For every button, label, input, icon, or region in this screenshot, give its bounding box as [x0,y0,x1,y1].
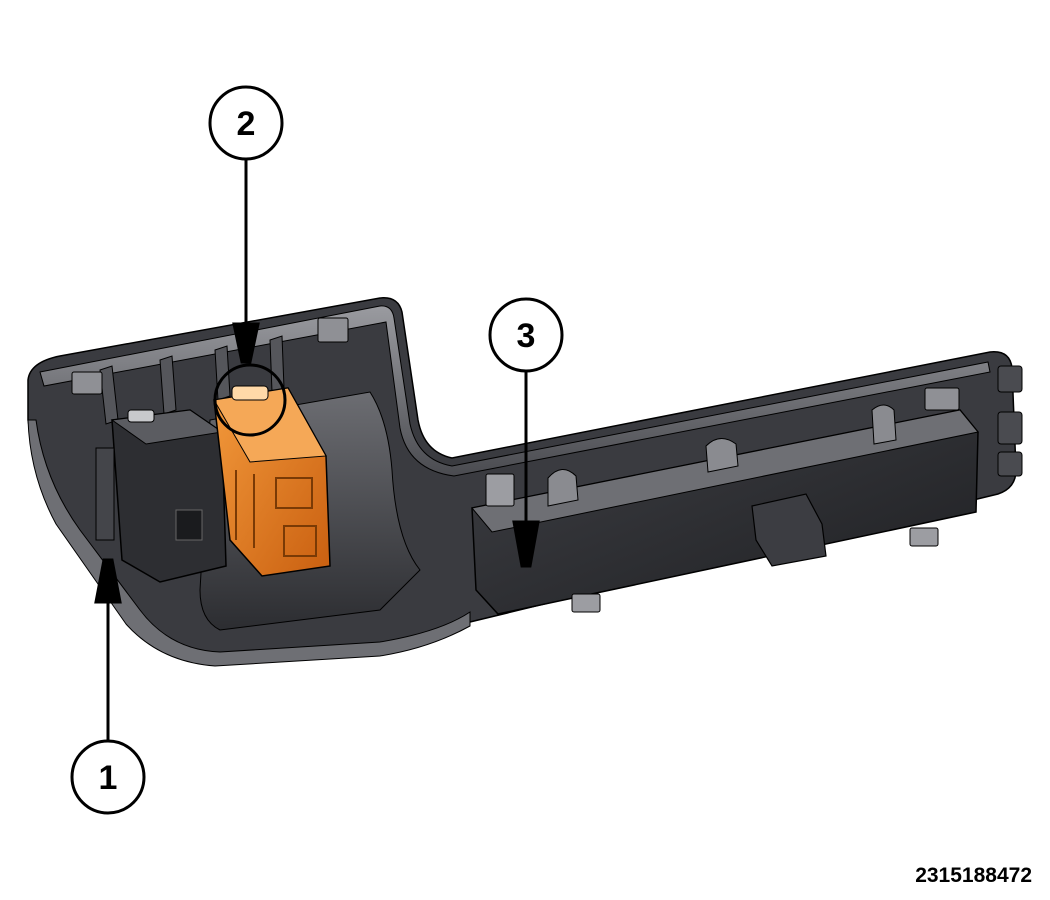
arrowhead-2 [232,322,260,364]
callout-2-label: 2 [237,105,256,143]
module-tabs [485,473,939,613]
callout-2-focus-ring [213,363,287,437]
callout-1-label: 1 [99,759,118,797]
window-switch-module [471,404,979,615]
leader-lines [94,160,540,740]
module-connector [751,493,827,567]
callout-2: 2 [208,85,284,161]
callout-1: 1 [70,739,146,815]
arrowhead-3 [512,520,540,568]
arrowhead-1 [94,558,122,604]
callout-3: 3 [488,297,564,373]
module-bosses [547,404,897,507]
left-switch-module [95,409,227,583]
mounting-clips [71,317,1023,477]
figure-id: 2315188472 [915,864,1032,887]
bezel-top-rim [39,305,991,477]
callout-3-label: 3 [517,317,536,355]
